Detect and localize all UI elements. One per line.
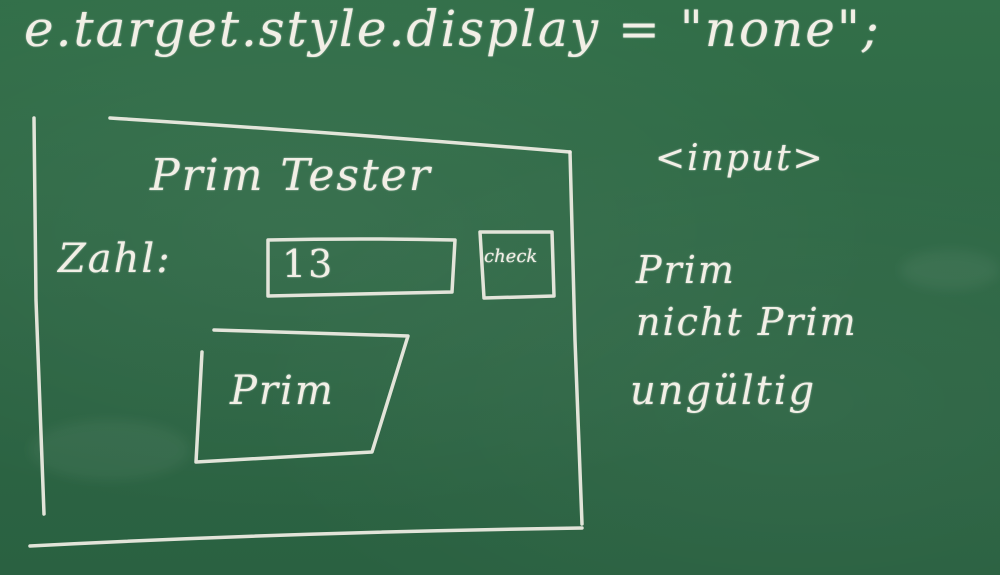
result-box-outline	[194, 328, 410, 464]
result-box-text: Prim	[230, 368, 335, 414]
chalk-smudge	[30, 420, 190, 480]
mockup-frame-bottom	[28, 526, 584, 548]
state-ungueltig: ungültig	[630, 368, 817, 414]
mockup-title: Prim Tester	[150, 150, 432, 201]
field-value: 13	[282, 242, 335, 286]
state-prim: Prim	[636, 248, 736, 292]
field-label: Zahl:	[58, 236, 172, 282]
mockup-frame-top	[108, 116, 572, 154]
state-nicht-prim: nicht Prim	[636, 300, 858, 344]
mockup-frame	[32, 116, 46, 516]
input-tag-note: <input>	[655, 138, 825, 179]
check-button-label: check	[484, 246, 538, 267]
code-line: e.target.style.display = "none";	[24, 0, 881, 58]
mockup-frame-right	[568, 150, 584, 526]
check-button-outline	[478, 230, 556, 300]
chalk-smudge	[900, 250, 1000, 290]
input-field-outline	[266, 237, 457, 298]
